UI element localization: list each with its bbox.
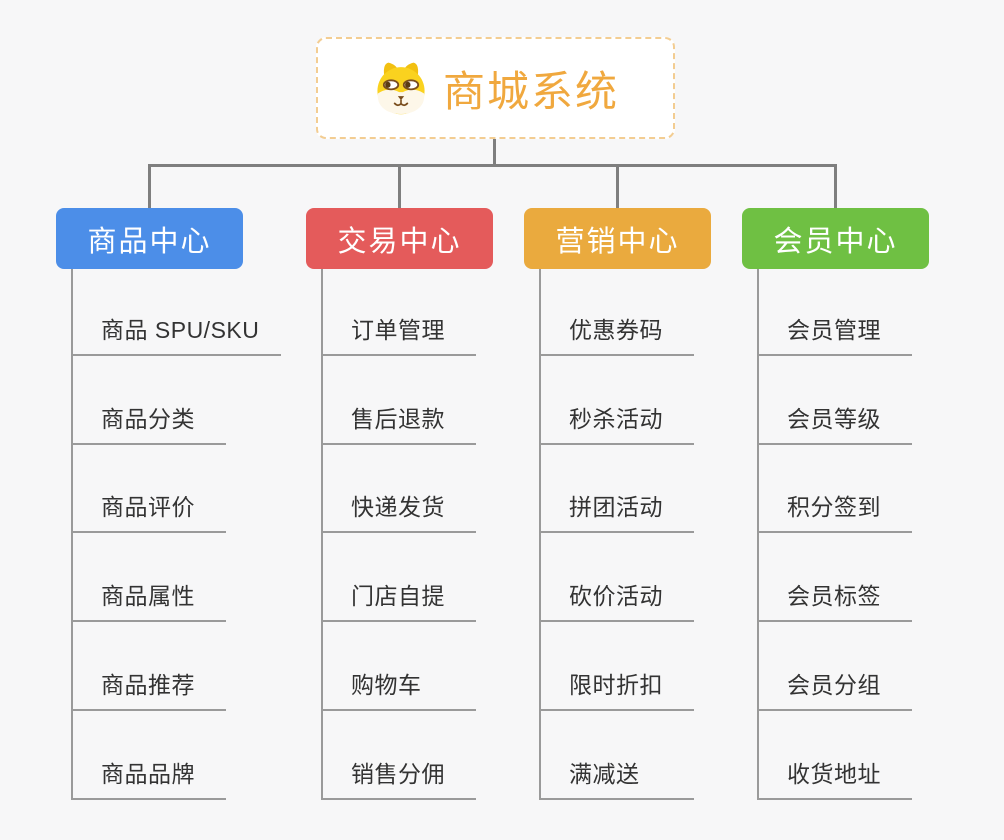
- topic-label: 商品评价: [101, 494, 195, 521]
- branch-member-center: 会员中心 会员管理 会员等级 积分签到 会员标签 会员分组 收货地址: [742, 164, 929, 800]
- topic-label: 门店自提: [351, 583, 445, 610]
- topic-label: 商品推荐: [101, 671, 195, 698]
- branch-node-marketing-center[interactable]: 营销中心: [524, 208, 711, 269]
- branch-label: 交易中心: [337, 225, 462, 258]
- topic-node[interactable]: 积分签到: [757, 445, 912, 534]
- topic-node[interactable]: 会员标签: [757, 533, 912, 623]
- root-title: 商城系统: [442, 67, 619, 115]
- connector-drop: [834, 164, 837, 208]
- branch-node-trade-center[interactable]: 交易中心: [306, 208, 493, 269]
- topic-node[interactable]: 收货地址: [757, 711, 912, 800]
- branch-label: 营销中心: [555, 225, 680, 258]
- connector-drop: [616, 164, 619, 208]
- topic-node[interactable]: 砍价活动: [539, 533, 694, 623]
- topic-node[interactable]: 拼团活动: [539, 445, 694, 534]
- connector-branch-spine: [757, 269, 759, 800]
- topic-label: 会员等级: [787, 405, 881, 432]
- topic-label: 会员管理: [787, 316, 881, 343]
- topic-node[interactable]: 商品推荐: [71, 622, 226, 711]
- topic-label: 售后退款: [351, 405, 445, 432]
- branch-label: 商品中心: [87, 225, 212, 258]
- topic-node[interactable]: 商品 SPU/SKU: [71, 267, 282, 356]
- topic-node[interactable]: 门店自提: [321, 533, 476, 623]
- branch-label: 会员中心: [773, 225, 898, 258]
- topic-node[interactable]: 优惠券码: [539, 267, 694, 356]
- topic-label: 会员标签: [787, 583, 881, 610]
- connector-root-stub: [493, 139, 496, 166]
- connector-rail: [148, 164, 837, 167]
- topic-label: 购物车: [351, 671, 422, 698]
- topic-label: 限时折扣: [569, 671, 663, 698]
- topic-node[interactable]: 订单管理: [321, 267, 476, 356]
- branch-trade-center: 交易中心 订单管理 售后退款 快递发货 门店自提 购物车 销售分佣: [306, 164, 493, 800]
- topic-node[interactable]: 商品属性: [71, 533, 226, 623]
- topic-label: 商品品牌: [101, 760, 195, 787]
- connector-branch-spine: [71, 269, 73, 800]
- branch-product-center: 商品中心 商品 SPU/SKU 商品分类 商品评价 商品属性 商品推荐 商品品牌: [56, 164, 282, 800]
- topic-node[interactable]: 秒杀活动: [539, 356, 694, 445]
- topic-node[interactable]: 会员管理: [757, 267, 912, 356]
- topic-list: 会员管理 会员等级 积分签到 会员标签 会员分组 收货地址: [757, 267, 912, 800]
- topic-list: 订单管理 售后退款 快递发货 门店自提 购物车 销售分佣: [321, 267, 476, 800]
- topic-node[interactable]: 商品评价: [71, 445, 226, 534]
- connector-drop: [398, 164, 401, 208]
- topic-node[interactable]: 购物车: [321, 622, 476, 711]
- topic-label: 秒杀活动: [569, 405, 663, 432]
- topic-node[interactable]: 商品分类: [71, 356, 226, 445]
- topic-label: 商品 SPU/SKU: [101, 316, 260, 343]
- topic-node[interactable]: 商品品牌: [71, 711, 226, 800]
- branch-marketing-center: 营销中心 优惠券码 秒杀活动 拼团活动 砍价活动 限时折扣 满减送: [524, 164, 711, 800]
- topic-node[interactable]: 快递发货: [321, 445, 476, 534]
- topic-node[interactable]: 会员等级: [757, 356, 912, 445]
- topic-label: 砍价活动: [569, 583, 663, 610]
- topic-label: 商品分类: [101, 405, 195, 432]
- topic-label: 优惠券码: [569, 316, 663, 343]
- topic-label: 会员分组: [787, 671, 881, 698]
- topic-list: 优惠券码 秒杀活动 拼团活动 砍价活动 限时折扣 满减送: [539, 267, 694, 800]
- topic-node[interactable]: 满减送: [539, 711, 694, 800]
- topic-label: 收货地址: [787, 760, 881, 787]
- branch-node-product-center[interactable]: 商品中心: [56, 208, 243, 269]
- topic-node[interactable]: 会员分组: [757, 622, 912, 711]
- connector-branch-spine: [539, 269, 541, 800]
- connector-branch-spine: [321, 269, 323, 800]
- topic-label: 满减送: [569, 760, 640, 787]
- topic-list: 商品 SPU/SKU 商品分类 商品评价 商品属性 商品推荐 商品品牌: [71, 267, 282, 800]
- topic-label: 商品属性: [101, 583, 195, 610]
- topic-node[interactable]: 售后退款: [321, 356, 476, 445]
- connector-drop: [148, 164, 151, 208]
- topic-node[interactable]: 限时折扣: [539, 622, 694, 711]
- topic-label: 积分签到: [787, 494, 881, 521]
- topic-label: 快递发货: [351, 494, 445, 521]
- topic-node[interactable]: 销售分佣: [321, 711, 476, 800]
- topic-label: 拼团活动: [569, 494, 663, 521]
- root-node[interactable]: 商城系统: [316, 37, 675, 139]
- topic-label: 订单管理: [351, 316, 445, 343]
- topic-label: 销售分佣: [351, 760, 445, 787]
- dog-face-icon: [372, 59, 430, 117]
- branch-node-member-center[interactable]: 会员中心: [742, 208, 929, 269]
